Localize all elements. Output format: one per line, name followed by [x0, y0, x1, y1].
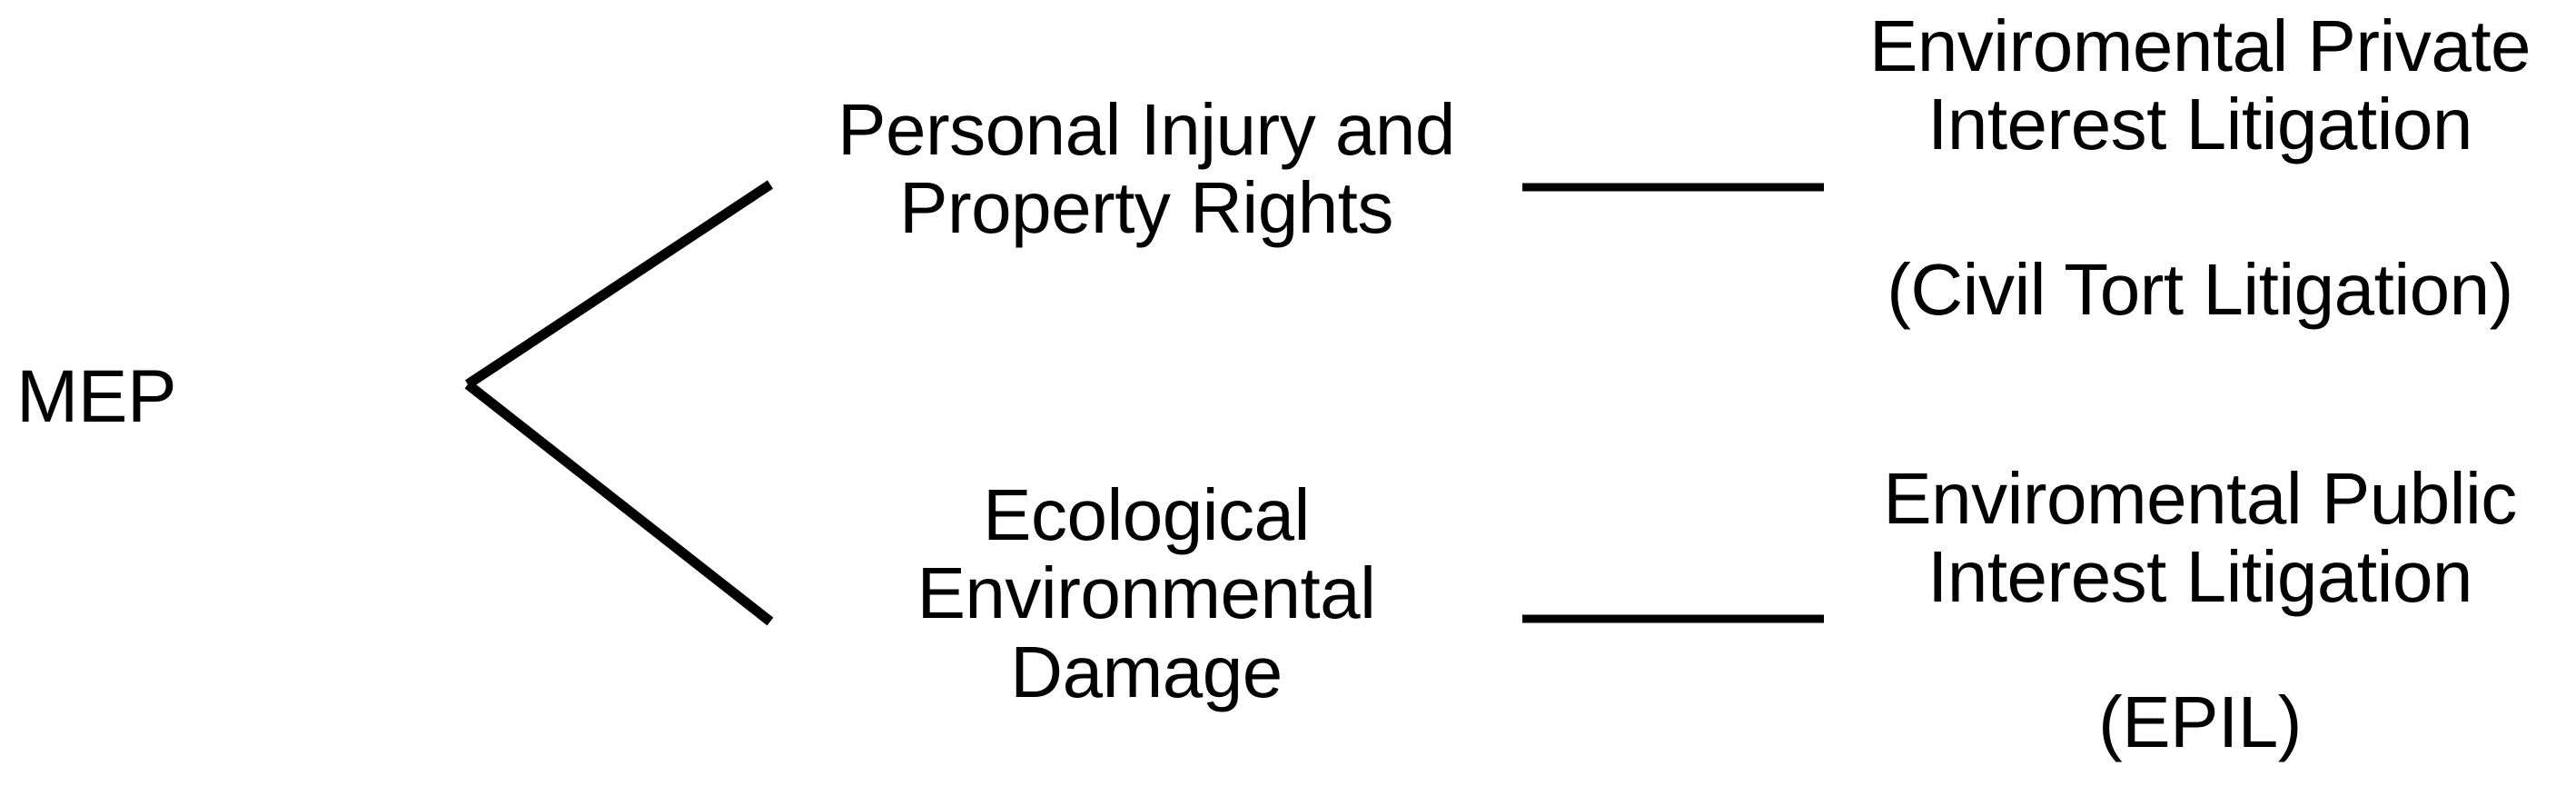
node-environmental-private-interest-litigation-label: Enviromental Private Interest Litigation — [1868, 5, 2531, 165]
node-personal-injury-and-property-rights-label: Personal Injury and Property Rights — [837, 89, 1455, 249]
fork-upper-arm-line — [464, 180, 774, 389]
node-ecological-environmental-damage-label: Ecological Environmental Damage — [916, 474, 1376, 712]
node-mep-root-label: MEP — [16, 355, 177, 438]
node-epil-subtitle: (EPIL) — [2098, 682, 2302, 762]
node-environmental-public-interest-litigation-label: Enviromental Public Interest Litigation — [1883, 458, 2517, 618]
fork-lower-arm-line — [464, 380, 774, 626]
node-civil-tort-litigation-subtitle: (Civil Tort Litigation) — [1887, 249, 2513, 330]
